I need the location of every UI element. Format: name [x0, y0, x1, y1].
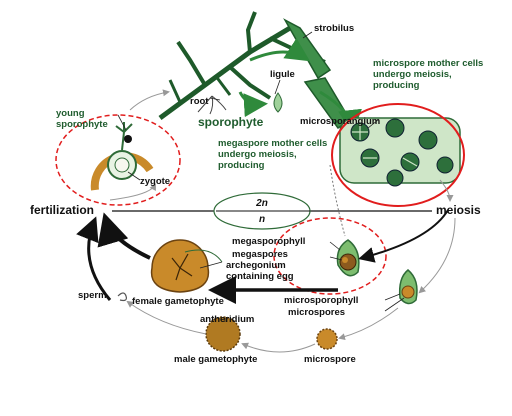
label-strobilus: strobilus — [314, 23, 354, 34]
arrow-sporophyte-to-strobilus — [249, 38, 311, 62]
label-young-sporophyte-line2: sporophyte — [56, 119, 108, 130]
label-microspore-mother-line1: microspore mother cells — [373, 58, 483, 69]
microsporophyll-illustration — [398, 269, 418, 305]
label-zygote: zygote — [140, 176, 170, 187]
label-microsporangium: microsporangium — [300, 116, 380, 127]
label-young-sporophyte-line1: young — [56, 108, 85, 119]
arrow-to-ligule — [238, 91, 268, 118]
label-meiosis: meiosis — [436, 203, 481, 217]
label-ploidy-2n: 2n — [255, 198, 268, 209]
female-gametophyte-illustration — [150, 239, 223, 293]
label-archegonium-line2: containing egg — [226, 271, 294, 282]
label-fertilization: fertilization — [30, 203, 94, 217]
arrow-male-gametophyte-to-sperm — [126, 300, 207, 335]
highlight-circle-megasporophyll — [273, 217, 387, 295]
arrow-microspores-to-microspore — [338, 307, 399, 341]
arrow-meiosis-to-megaspores — [358, 209, 449, 263]
label-megaspore-mother-line1: megaspore mother cells — [218, 138, 327, 149]
microsporangium-section-illustration — [339, 117, 461, 187]
microspore-illustration — [316, 328, 338, 350]
sperm-illustration — [117, 292, 127, 302]
arrow-female-gametophyte-to-fertilization — [97, 212, 151, 260]
label-male-gametophyte: male gametophyte — [174, 354, 257, 365]
label-antheridium: antheridium — [200, 314, 254, 325]
arrow-fertilization-to-zygote — [109, 183, 156, 201]
label-microspore: microspore — [304, 354, 356, 365]
arrow-microsporangium-to-meiosis — [439, 179, 454, 202]
label-female-gametophyte: female gametophyte — [132, 296, 224, 307]
label-sperm: sperm — [78, 290, 107, 301]
highlight-circle-fertilization — [55, 114, 181, 206]
young-sporophyte-illustration — [90, 122, 154, 191]
arrow-young-sporophyte-to-sporophyte — [129, 89, 170, 111]
arrow-sperm-to-fertilization — [76, 216, 112, 301]
label-archegonium-line1: archegonium — [226, 260, 286, 271]
label-sporophyte: sporophyte — [198, 115, 264, 129]
arrow-meiosis-to-microspores — [418, 217, 456, 294]
highlight-circle-microsporangium — [331, 103, 465, 207]
label-megaspore-mother-line3: producing — [218, 160, 265, 171]
dotted-pointer-mega — [329, 164, 346, 237]
label-ligule: ligule — [270, 69, 295, 80]
label-microspores: microspores — [288, 307, 345, 318]
label-microspore-mother-line2: undergo meiosis, — [373, 69, 452, 80]
megasporophyll-illustration — [336, 239, 360, 277]
label-leader-lines — [117, 31, 405, 322]
label-megaspore-mother-line2: undergo meiosis, — [218, 149, 297, 160]
label-root: root — [190, 96, 209, 107]
label-megaspores: megaspores — [232, 249, 288, 260]
label-ploidy-n: n — [259, 214, 265, 225]
arrow-microspore-to-male-gametophyte — [241, 342, 316, 353]
label-microspore-mother-line3: producing — [373, 80, 420, 91]
label-microsporophyll: microsporophyll — [284, 295, 358, 306]
label-megasporophyll: megasporophyll — [232, 236, 305, 247]
diagram-labels: strobilus ligule root sporophyte young s… — [30, 23, 483, 365]
